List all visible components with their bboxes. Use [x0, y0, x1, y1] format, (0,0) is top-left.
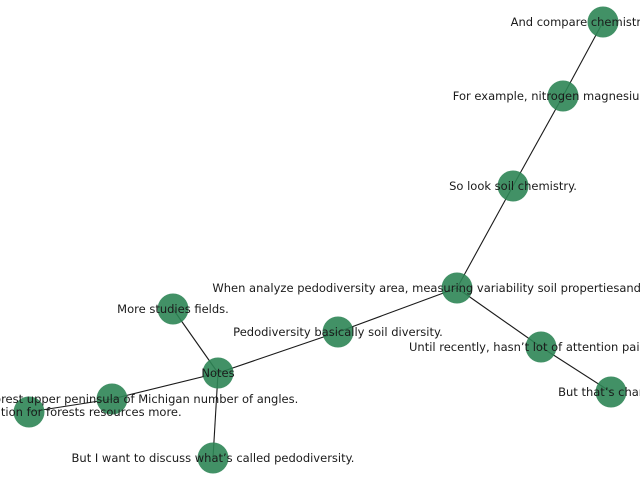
node-label-until: Until recently, hasn’t lot of attention …	[409, 340, 640, 354]
node-label-analyze: When analyze pedodiversity area, measuri…	[212, 281, 640, 295]
node-label-nitrogen: For example, nitrogen magnesium the	[453, 89, 640, 103]
node-label-changing: But that’s changin	[558, 385, 640, 399]
node-until	[525, 331, 557, 363]
node-studies	[157, 293, 189, 325]
edge-pedo_basic-analyze	[337, 287, 458, 333]
node-analyze	[441, 272, 473, 304]
node-notes	[202, 357, 234, 389]
node-label-soil_chem: So look soil chemistry.	[449, 179, 577, 193]
node-nitrogen	[547, 80, 579, 112]
node-stability	[13, 396, 45, 428]
label-layer: Notes Pedodiversity basically soil divers…	[0, 15, 640, 465]
node-label-studies: More studies fields.	[117, 302, 229, 316]
node-label-pedo_basic: Pedodiversity basically soil diversity.	[233, 325, 443, 339]
node-discuss	[197, 442, 229, 474]
node-hardwood	[96, 383, 128, 415]
edge-notes-pedo_basic	[217, 331, 339, 374]
node-label-discuss: But I want to discuss what’s called pedo…	[72, 451, 355, 465]
edge-notes-hardwood	[111, 372, 219, 400]
node-label-compare: And compare chemistry of soil s	[511, 15, 640, 29]
node-soil_chem	[497, 170, 529, 202]
node-changing	[595, 376, 627, 408]
node-label-hardwood: hard wood forest upper peninsula of Mich…	[0, 392, 298, 406]
edge-analyze-until	[456, 287, 542, 348]
node-label-notes: Notes	[201, 366, 234, 380]
edge-soil_chem-nitrogen	[512, 95, 564, 187]
edge-analyze-soil_chem	[456, 185, 514, 289]
node-layer	[13, 6, 627, 474]
node-pedo_basic	[322, 316, 354, 348]
node-compare	[587, 6, 619, 38]
node-label-stability: s stability, to competition for forests …	[0, 405, 182, 419]
